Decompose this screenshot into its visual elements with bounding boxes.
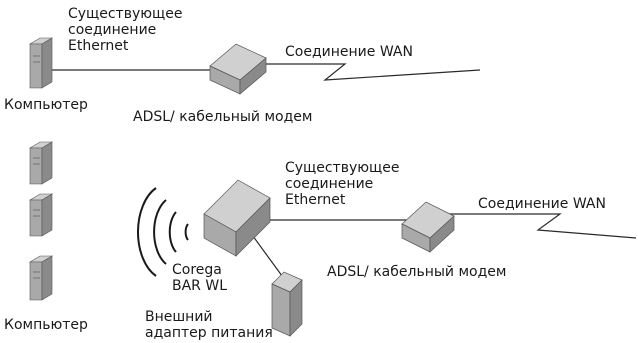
power-cable — [249, 231, 286, 281]
power-adapter-icon — [271, 271, 303, 337]
computer-top-icon — [28, 37, 54, 89]
power-adapter-label-line1: Внешний — [145, 309, 213, 325]
existing-ethernet-bottom-line3: Ethernet — [285, 192, 346, 208]
wireless-waves-icon — [136, 187, 189, 277]
wan-bottom-label: Соединение WAN — [478, 196, 606, 212]
modem-bottom-label: ADSL/ кабельный модем — [327, 264, 507, 280]
existing-ethernet-bottom-line2: соединение — [285, 176, 374, 192]
existing-ethernet-top-line3: Ethernet — [68, 38, 129, 54]
computer-bottom-2-icon — [28, 193, 54, 237]
existing-ethernet-top-label: Существующее соединение Ethernet — [68, 6, 182, 54]
wan-link-top — [240, 63, 481, 81]
computer-top-label: Компьютер — [4, 97, 88, 113]
router-label: Corega BAR WL — [172, 262, 227, 294]
router-label-line1: Corega — [172, 262, 222, 278]
wan-link-bottom — [438, 213, 637, 239]
modem-top-icon — [209, 43, 267, 95]
router-icon — [203, 179, 271, 257]
computer-bottom-label: Компьютер — [4, 317, 88, 333]
router-label-line2: BAR WL — [172, 278, 228, 294]
existing-ethernet-top-line2: соединение — [68, 22, 157, 38]
computer-bottom-3-icon — [28, 255, 54, 301]
modem-top-label: ADSL/ кабельный модем — [133, 109, 313, 125]
existing-ethernet-bottom-line1: Существующее — [285, 160, 400, 176]
computer-bottom-1-icon — [28, 141, 54, 185]
modem-bottom-icon — [401, 201, 455, 253]
existing-ethernet-top-line1: Существующее — [68, 6, 183, 22]
wan-top-label: Соединение WAN — [285, 44, 413, 60]
existing-ethernet-bottom-label: Существующее соединение Ethernet — [285, 160, 399, 208]
power-adapter-label-line2: адаптер питания — [145, 325, 273, 341]
power-adapter-label: Внешний адаптер питания — [145, 309, 273, 341]
